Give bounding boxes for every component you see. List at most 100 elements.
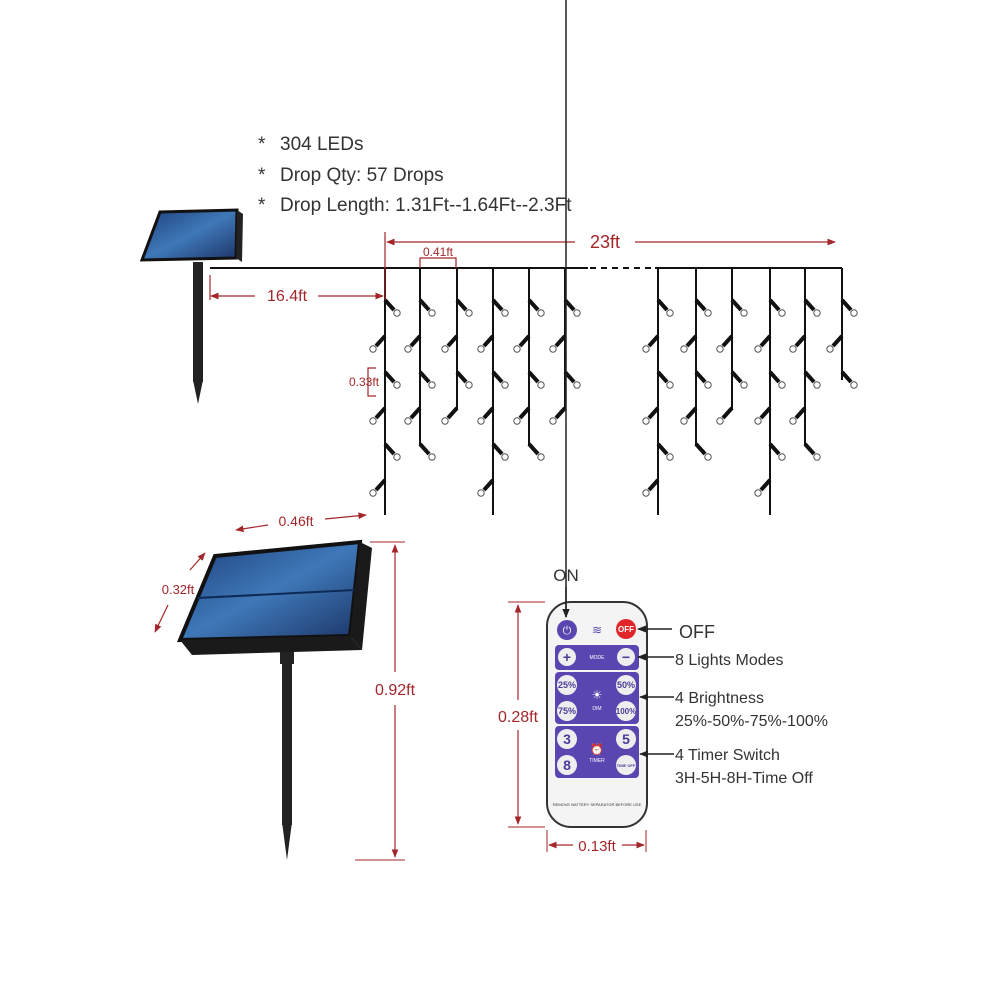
led-bulb	[527, 298, 545, 317]
remote-footer: REMOVE BATTERY SEPARATOR BEFORE USE	[553, 802, 642, 807]
led-bulb	[789, 406, 807, 425]
led-bulb	[826, 334, 844, 353]
icicle-drops	[369, 268, 858, 515]
mode-minus-button[interactable]	[617, 648, 635, 666]
led-bulb	[404, 406, 422, 425]
mode-plus-button[interactable]	[558, 648, 576, 666]
led-bulb	[383, 370, 401, 389]
dim-led-spacing: 0.33ft	[349, 375, 380, 389]
spec-drop-qty: Drop Qty: 57 Drops	[280, 165, 444, 186]
led-bulb	[491, 298, 509, 317]
brightness-values: 25%-50%-75%-100%	[675, 713, 828, 730]
led-bulb	[369, 406, 387, 425]
led-bulb	[680, 334, 698, 353]
timer-label: TIMER	[589, 758, 605, 764]
dim-panel-depth: 0.32ft	[162, 582, 195, 597]
led-bulb	[513, 406, 531, 425]
dim-stake-height: 0.92ft	[375, 682, 416, 699]
timer-values: 3H-5H-8H-Time Off	[675, 770, 813, 787]
timer-off-button[interactable]	[616, 755, 636, 775]
brightness-icon: ☀	[592, 688, 603, 702]
t3-label: 3	[563, 731, 571, 747]
led-bulb	[694, 442, 712, 461]
led-bulb	[768, 442, 786, 461]
led-bulb	[754, 478, 772, 497]
led-bulb	[642, 406, 660, 425]
led-bulb	[656, 370, 674, 389]
led-bulb	[694, 298, 712, 317]
b75-label: 75%	[558, 706, 576, 716]
dim-remote-height: 0.28ft	[498, 709, 539, 726]
brightness-100-button[interactable]	[616, 701, 636, 721]
timer-5-button[interactable]	[616, 729, 636, 749]
led-bulb	[491, 442, 509, 461]
large-solar-panel	[176, 539, 372, 860]
led-bulb	[716, 406, 734, 425]
led-bulb	[491, 370, 509, 389]
alarm-clock-icon: ⏰	[590, 742, 604, 756]
led-bulb	[369, 334, 387, 353]
led-bulb	[840, 298, 858, 317]
bullet: *	[258, 195, 266, 216]
led-bulb	[789, 334, 807, 353]
t5-label: 5	[622, 731, 630, 747]
led-bulb	[730, 298, 748, 317]
spec-leds: 304 LEDs	[280, 134, 363, 155]
bullet: *	[258, 134, 266, 155]
led-bulb	[642, 334, 660, 353]
led-bulb	[369, 478, 387, 497]
led-bulb	[768, 298, 786, 317]
plus-label: +	[563, 649, 571, 665]
led-bulb	[840, 370, 858, 389]
spec-list: * 304 LEDs * Drop Qty: 57 Drops * Drop L…	[258, 134, 572, 216]
led-bulb	[477, 406, 495, 425]
brightness-50-button[interactable]	[616, 675, 636, 695]
dim-lead-cable: 16.4ft	[267, 288, 308, 305]
led-bulb	[730, 370, 748, 389]
off-button-label: OFF	[618, 625, 634, 634]
led-bulb	[527, 442, 545, 461]
led-bulb	[404, 334, 422, 353]
led-bulb	[513, 334, 531, 353]
timer-callout: 4 Timer Switch	[675, 747, 780, 764]
minus-label: −	[622, 649, 630, 665]
led-bulb	[477, 478, 495, 497]
led-bulb	[694, 370, 712, 389]
t8-label: 8	[563, 757, 571, 773]
mode-label: MODE	[590, 655, 606, 661]
timer-8-button[interactable]	[557, 755, 577, 775]
dim-remote-width: 0.13ft	[578, 838, 616, 855]
wireless-icon: ≋	[592, 623, 602, 637]
led-bulb	[803, 298, 821, 317]
led-bulb	[441, 334, 459, 353]
timer-3-button[interactable]	[557, 729, 577, 749]
led-bulb	[418, 442, 436, 461]
dim-drop-spacing: 0.41ft	[423, 245, 454, 259]
led-bulb	[455, 298, 473, 317]
b100-label: 100%	[616, 707, 636, 716]
dim-panel-width: 0.46ft	[278, 513, 313, 529]
led-bulb	[680, 406, 698, 425]
led-bulb	[441, 406, 459, 425]
led-bulb	[754, 406, 772, 425]
led-bulb	[754, 334, 772, 353]
led-bulb	[768, 370, 786, 389]
off-button[interactable]	[616, 619, 636, 639]
led-bulb	[716, 334, 734, 353]
led-bulb	[549, 334, 567, 353]
on-button[interactable]	[557, 620, 577, 640]
led-bulb	[563, 370, 581, 389]
power-icon: ⏻	[563, 625, 572, 637]
remote-control: ⏻ ≋ OFF + MODE − 25% 50% 75% 100% ☀ DIM …	[546, 601, 648, 828]
led-bulb	[383, 298, 401, 317]
led-bulb	[527, 370, 545, 389]
dim-label: DIM	[592, 706, 601, 712]
brightness-callout: 4 Brightness	[675, 690, 764, 707]
brightness-25-button[interactable]	[557, 675, 577, 695]
led-bulb	[477, 334, 495, 353]
brightness-75-button[interactable]	[557, 701, 577, 721]
led-bulb	[803, 370, 821, 389]
led-bulb	[455, 370, 473, 389]
dim-total-length: 23ft	[590, 232, 620, 252]
